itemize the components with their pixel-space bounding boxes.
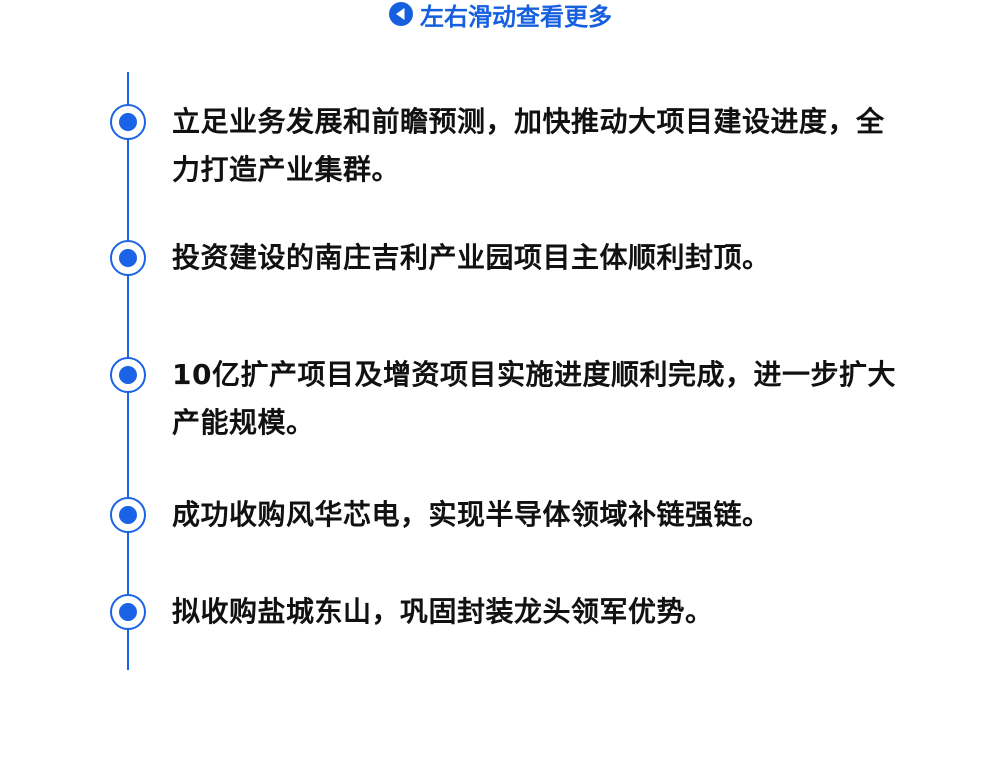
scroll-hint-label: 左右滑动查看更多 bbox=[420, 2, 612, 31]
timeline-item-text: 成功收购风华芯电，实现半导体领域补链强链。 bbox=[172, 498, 771, 531]
timeline-dot-icon bbox=[110, 594, 146, 630]
timeline-item-text: 10亿扩产项目及增资项目实施进度顺利完成，进一步扩大产能规模。 bbox=[172, 358, 896, 439]
timeline-item-text: 投资建设的南庄吉利产业园项目主体顺利封顶。 bbox=[172, 241, 771, 274]
timeline-item-text: 立足业务发展和前瞻预测，加快推动大项目建设进度，全力打造产业集群。 bbox=[172, 105, 885, 186]
timeline-dot-icon bbox=[110, 104, 146, 140]
timeline-item-text: 拟收购盐城东山，巩固封装龙头领军优势。 bbox=[172, 595, 714, 628]
timeline-dot-icon bbox=[110, 497, 146, 533]
timeline-dot-icon bbox=[110, 240, 146, 276]
scroll-hint: 左右滑动查看更多 bbox=[0, 0, 1000, 31]
left-arrow-icon bbox=[389, 2, 413, 26]
timeline-dot-icon bbox=[110, 357, 146, 393]
